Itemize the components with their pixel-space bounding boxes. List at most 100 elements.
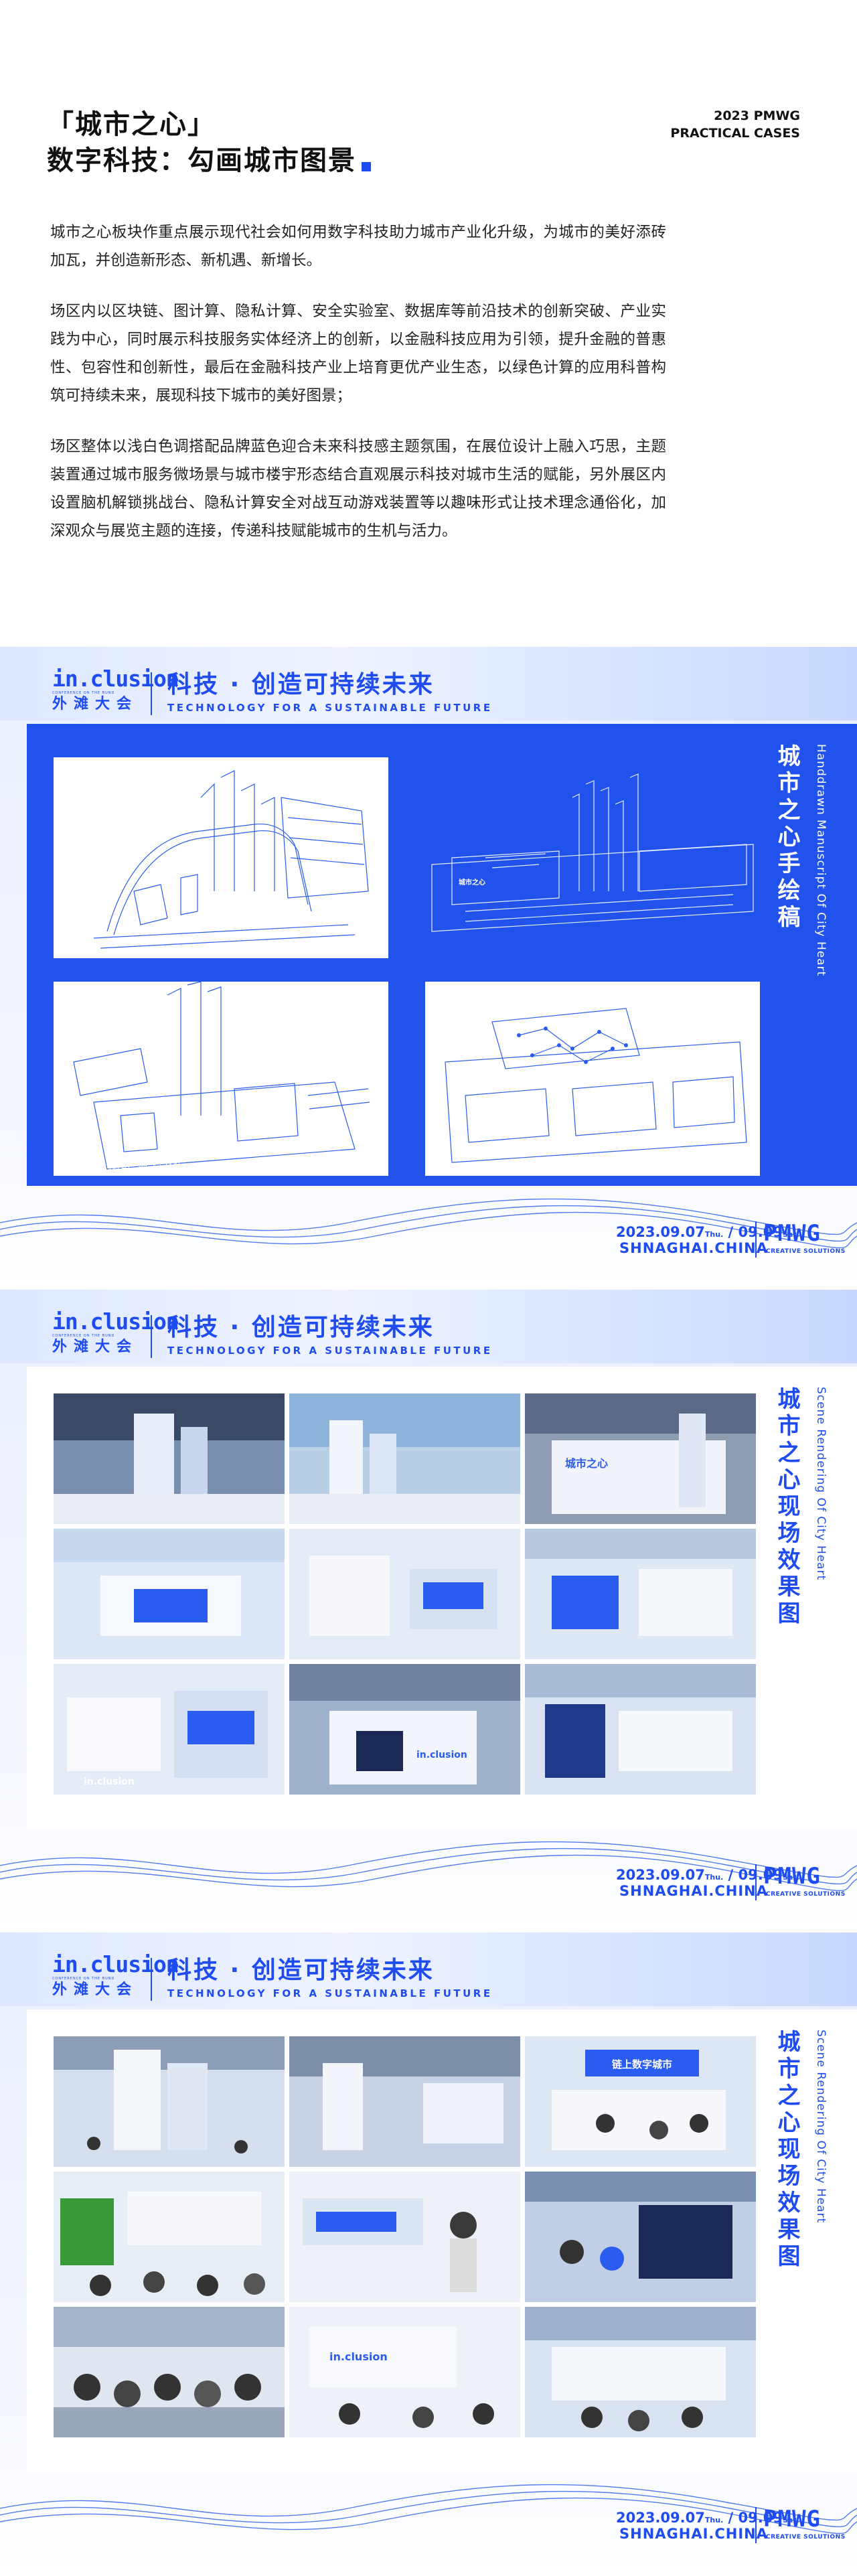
sketch-caption: 在项目设计过程中，通过手绘稿将设计理念与设计内容进行融合，明确设计方向 — [60, 1163, 366, 1173]
date-end-day: Sat. — [782, 1230, 799, 1239]
inclusion-logo: in.clusion CONFERENCE ON THE BUND 外滩大会 — [52, 1951, 179, 1999]
photo-8-image: in.clusion — [289, 2307, 520, 2437]
panel-header: in.clusion CONFERENCE ON THE BUND 外滩大会 科… — [0, 1290, 857, 1363]
photo-7: in.clusion — [54, 1664, 285, 1795]
photo-7-image — [54, 2307, 285, 2437]
event-dates: 2023.09.07Thu. / 09.09Sat. — [616, 2510, 799, 2526]
pmwg-tagline: CREATIVE SOLUTIONS — [766, 2534, 846, 2541]
side-title: 城市之心现场效果图 — [773, 2030, 800, 2271]
photo-4 — [54, 1529, 285, 1659]
pmwg-tagline: CREATIVE SOLUTIONS — [766, 1891, 846, 1898]
photo-9-image — [525, 1664, 756, 1795]
photo-7-image: in.clusion — [54, 1664, 285, 1795]
photo-3-image: 链上数字城市 — [525, 2036, 756, 2167]
sketch-2: 城市之心 — [425, 757, 760, 958]
intro-section: 「城市之心」 数字科技：勾画城市图景 2023 PMWG PRACTICAL C… — [0, 0, 857, 647]
panel-header: in.clusion CONFERENCE ON THE BUND 外滩大会 科… — [0, 1933, 857, 2006]
logo-tagline: CONFERENCE ON THE BUND — [52, 1334, 115, 1338]
sketch-3 — [54, 982, 388, 1176]
photo-5 — [289, 1529, 520, 1659]
panel-sketches: in.clusion CONFERENCE ON THE BUND 外滩大会 科… — [0, 647, 857, 1290]
photo-3-sign: 链上数字城市 — [612, 2058, 672, 2070]
footer-divider — [755, 1221, 757, 1258]
sketch-3-drawing — [54, 982, 388, 1176]
corner-line-2: PRACTICAL CASES — [670, 126, 800, 141]
slogan-english: TECHNOLOGY FOR A SUSTAINABLE FUTURE — [167, 1987, 493, 1999]
side-title: 城市之心现场效果图 — [773, 1387, 800, 1628]
logo-text: in.clusion — [52, 666, 179, 692]
date-end: 09.09 — [738, 2510, 783, 2526]
logo-tagline: CONFERENCE ON THE BUND — [52, 1977, 115, 1981]
date-start: 2023.09.07 — [616, 1224, 705, 1240]
slogan: 科技 · 创造可持续未来 — [167, 671, 435, 698]
event-dates: 2023.09.07Thu. / 09.09Sat. — [616, 1867, 799, 1883]
sketch-1-drawing — [54, 757, 388, 958]
photo-6 — [525, 1529, 756, 1659]
event-city: SHNAGHAI.CHINA — [619, 1240, 769, 1256]
panel-header: in.clusion CONFERENCE ON THE BUND 外滩大会 科… — [0, 647, 857, 721]
slogan-english: TECHNOLOGY FOR A SUSTAINABLE FUTURE — [167, 1345, 493, 1357]
sketch-2-label: 城市之心 — [459, 878, 485, 887]
photo-8-sign: in.clusion — [416, 1750, 467, 1760]
inclusion-logo: in.clusion CONFERENCE ON THE BUND 外滩大会 — [52, 666, 179, 714]
photo-4 — [54, 2172, 285, 2302]
photo-8-sign: in.clusion — [329, 2350, 388, 2363]
photo-8: in.clusion — [289, 1664, 520, 1795]
slogan-english: TECHNOLOGY FOR A SUSTAINABLE FUTURE — [167, 702, 493, 714]
title-line-2-text: 数字科技：勾画城市图景 — [47, 145, 356, 176]
date-end-day: Sat. — [782, 2516, 799, 2524]
pmwg-tagline: CREATIVE SOLUTIONS — [766, 1248, 846, 1255]
footer-divider — [755, 1864, 757, 1900]
panel-visitors: in.clusion CONFERENCE ON THE BUND 外滩大会 科… — [0, 1933, 857, 2575]
wave-lines-icon — [0, 1841, 857, 1892]
photo-6-image — [525, 1529, 756, 1659]
date-end: 09.09 — [738, 1224, 783, 1240]
date-start-day: Thu. — [704, 1230, 724, 1239]
date-start: 2023.09.07 — [616, 1867, 705, 1883]
paragraph-3: 场区整体以浅白色调搭配品牌蓝色迎合未来科技感主题氛围，在展位设计上融入巧思，主题… — [50, 438, 666, 540]
header-divider — [151, 1315, 152, 1358]
logo-chinese: 外滩大会 — [52, 1981, 139, 1998]
logo-text: in.clusion — [52, 1951, 179, 1977]
photo-7-sign: in.clusion — [84, 1776, 135, 1787]
photo-2-image — [289, 1393, 520, 1524]
header-divider — [151, 672, 152, 715]
date-end: 09.09 — [738, 1867, 783, 1883]
header-divider — [151, 1958, 152, 2001]
logo-tagline: CONFERENCE ON THE BUND — [52, 691, 115, 695]
corner-line-1: 2023 PMWG — [714, 108, 800, 123]
sketch-4 — [425, 982, 760, 1176]
sketch-4-drawing — [425, 982, 760, 1176]
date-start: 2023.09.07 — [616, 2510, 705, 2526]
photo-3: 链上数字城市 — [525, 2036, 756, 2167]
side-title-english: Scene Rendering Of City Heart — [814, 1387, 828, 1581]
photo-1-image — [54, 2036, 285, 2167]
photo-6-image — [525, 2172, 756, 2302]
side-title-english: Scene Rendering Of City Heart — [814, 2030, 828, 2224]
footer-divider — [755, 2507, 757, 2543]
title-line-2: 数字科技：勾画城市图景 — [47, 142, 371, 179]
photo-3: 城市之心 — [525, 1393, 756, 1524]
photo-3-image: 城市之心 — [525, 1393, 756, 1524]
side-title-english: Handdrawn Manuscript Of City Heart — [814, 744, 828, 977]
paragraph-2: 场区内以区块链、图计算、隐私计算、安全实验室、数据库等前沿技术的创新突破、产业实… — [50, 303, 666, 404]
pmwg-logo: PMWG — [763, 1863, 821, 1890]
sketch-2-drawing: 城市之心 — [425, 757, 760, 958]
photo-9-image — [525, 2307, 756, 2437]
photo-8-image: in.clusion — [289, 1664, 520, 1795]
photo-9 — [525, 1664, 756, 1795]
date-start-day: Thu. — [704, 1873, 724, 1882]
photo-7 — [54, 2307, 285, 2437]
photo-2 — [289, 2036, 520, 2167]
intro-title: 「城市之心」 数字科技：勾画城市图景 — [47, 107, 371, 179]
photo-5-image — [289, 1529, 520, 1659]
photo-9 — [525, 2307, 756, 2437]
photo-1 — [54, 2036, 285, 2167]
side-title: 城市之心手绘稿 — [773, 744, 800, 931]
wave-lines-icon — [0, 1198, 857, 1249]
pmwg-logo: PMWG — [763, 1220, 821, 1247]
photo-3-sign: 城市之心 — [565, 1457, 608, 1470]
photo-4-image — [54, 1529, 285, 1659]
event-dates: 2023.09.07Thu. / 09.09Sat. — [616, 1224, 799, 1240]
panel-renderings: in.clusion CONFERENCE ON THE BUND 外滩大会 科… — [0, 1290, 857, 1933]
